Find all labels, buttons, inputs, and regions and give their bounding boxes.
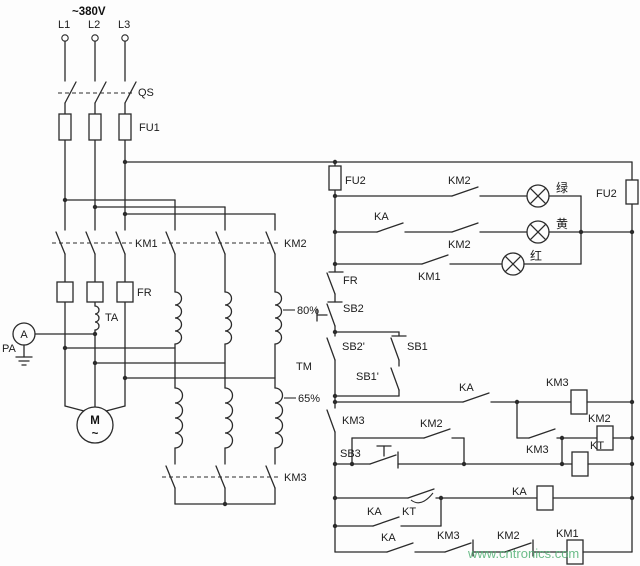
red-lamp-label: 红	[530, 248, 542, 263]
fr-control-contact	[326, 271, 344, 295]
sb2-label: SB2	[343, 303, 364, 315]
kt-coil-label: KT	[590, 440, 604, 452]
km2-main-contacts	[162, 231, 280, 255]
km1-main-contacts	[52, 231, 132, 255]
km3-aux-contact-label: KM3	[526, 444, 549, 456]
qs-label: QS	[138, 87, 154, 99]
lamp-rung-green	[334, 184, 582, 208]
ka-start-contact-label: KA	[459, 382, 474, 394]
km2-yellow-contact-label: KM2	[448, 239, 471, 251]
pa-label: PA	[2, 343, 17, 355]
phase-l3-label: L3	[118, 19, 130, 31]
lamp-rung-yellow	[334, 220, 633, 244]
sb1-branch	[334, 331, 407, 397]
ta-label: TA	[105, 312, 119, 324]
motor-m	[64, 405, 126, 444]
fu1-fuses	[58, 113, 132, 141]
ka-seal-rung	[334, 497, 442, 527]
km3-seal-label: KM3	[342, 415, 365, 427]
fu2-right-fuse	[625, 179, 639, 205]
tm-label: TM	[296, 361, 312, 373]
km1-main-label: KM1	[135, 238, 158, 250]
motor-label: M	[90, 415, 100, 427]
junction-dots	[62, 159, 635, 529]
sb1-aux-label: SB1'	[356, 371, 379, 383]
km2-main-label: KM2	[284, 238, 307, 250]
fu2-left-label: FU2	[345, 175, 366, 187]
km2-green-contact-label: KM2	[448, 175, 471, 187]
fu2-right-label: FU2	[596, 188, 617, 200]
lamp-rung-red	[334, 195, 582, 276]
sb2-aux-contact	[326, 337, 336, 361]
fr-thermal-relay	[56, 281, 134, 303]
fr-control-label: FR	[343, 275, 358, 287]
ka-seal-contact-label: KA	[367, 506, 382, 518]
kt-coil-rung	[334, 428, 633, 477]
km3-coil-label: KM3	[546, 377, 569, 389]
yellow-lamp-label: 黄	[556, 217, 568, 231]
ka-coil-label: KA	[512, 486, 527, 498]
ammeter-glyph: A	[20, 329, 28, 341]
supply-terminals	[61, 34, 129, 42]
sb1-label: SB1	[407, 341, 428, 353]
ta-current-transformer	[94, 305, 100, 331]
km1-red-contact-label: KM1	[418, 271, 441, 283]
site-watermark: www.cntronics.com	[467, 546, 579, 561]
fu1-label: FU1	[139, 122, 160, 134]
km3-seal-contact	[326, 409, 336, 433]
branch-tap-wires	[64, 199, 276, 379]
km2-bypass-contact-label: KM2	[420, 418, 443, 430]
kt-timed-contact-label: KT	[402, 506, 416, 518]
sb2-stop-button	[316, 301, 343, 327]
km3-coil-rung	[334, 389, 633, 415]
pa-ammeter	[12, 322, 96, 366]
ka-coil-rung	[334, 485, 633, 511]
tap-65-label: 65%	[298, 393, 320, 405]
km3-main-contacts	[162, 465, 280, 505]
fu2-left-fuse	[328, 165, 342, 191]
fr-main-label: FR	[137, 287, 152, 299]
tm-autotransformer	[174, 253, 296, 465]
tap-80-label: 80%	[297, 305, 319, 317]
phase-l1-label: L1	[58, 19, 70, 31]
ka-run-contact-label: KA	[381, 532, 396, 544]
green-lamp-label: 绿	[556, 180, 568, 195]
motor-wave-glyph: ~	[92, 428, 99, 440]
qs-switch	[58, 81, 137, 104]
km1-coil-rung	[334, 539, 633, 565]
phase-wires	[64, 40, 126, 408]
km1-coil-label: KM1	[556, 528, 579, 540]
sb2-aux-label: SB2'	[342, 341, 365, 353]
km3-interlock-label: KM3	[437, 530, 460, 542]
km2-coil-label: KM2	[588, 413, 611, 425]
phase-l2-label: L2	[88, 19, 100, 31]
sb3-label: SB3	[340, 448, 361, 460]
supply-voltage-label: ~380V	[72, 6, 106, 18]
ka-yellow-contact-label: KA	[374, 211, 389, 223]
km2-interlock-label: KM2	[497, 530, 520, 542]
km3-main-label: KM3	[284, 472, 307, 484]
